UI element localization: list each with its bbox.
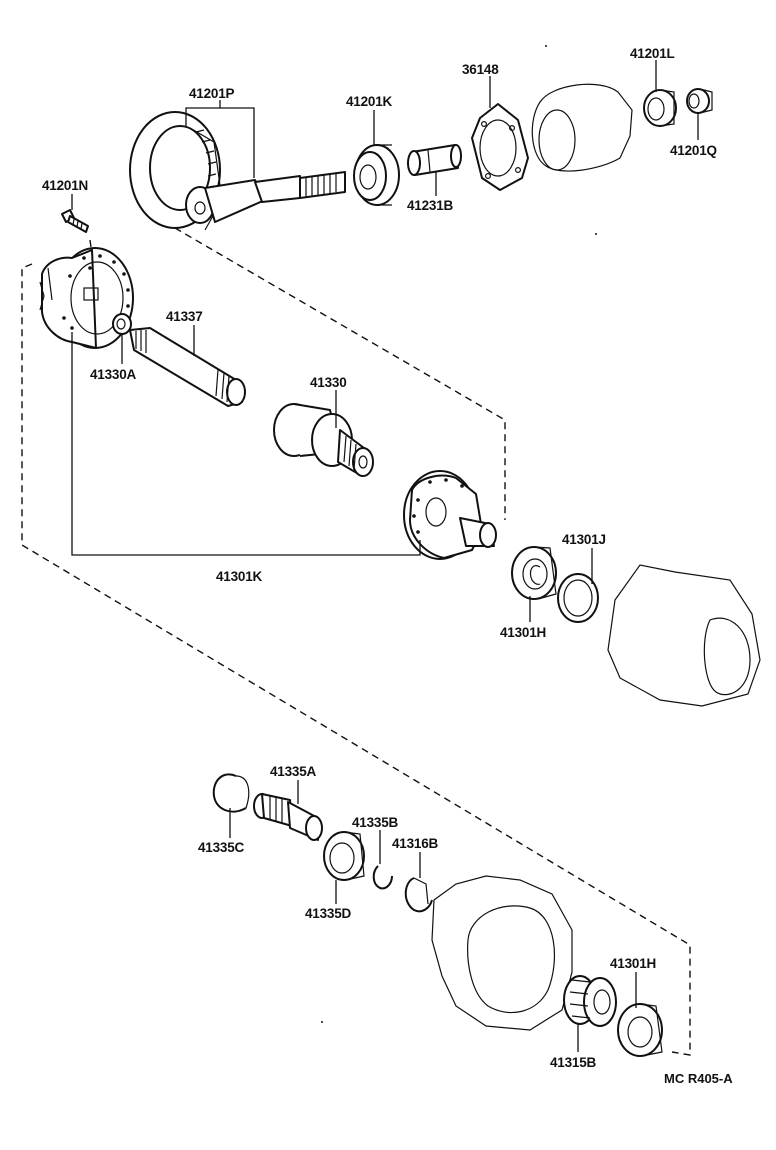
callout-41337: 41337 <box>166 309 203 324</box>
callout-41231B: 41231B <box>407 198 454 213</box>
bearing-41201K <box>353 144 400 206</box>
case-outline-right <box>607 564 761 707</box>
callout-41335A: 41335A <box>270 764 317 779</box>
case-outline-bottom <box>431 875 573 1031</box>
callout-41201L: 41201L <box>630 46 675 61</box>
spacer-41231B <box>407 144 462 176</box>
case-outline-top <box>531 83 633 172</box>
callout-41201K: 41201K <box>346 94 393 109</box>
snap-ring-41335C <box>212 773 250 813</box>
bearing-41335D <box>323 831 365 881</box>
callout-36148: 36148 <box>462 62 499 77</box>
ring-41335B <box>372 865 393 890</box>
sleeve-41335A <box>253 793 323 841</box>
scan-specks <box>321 45 597 1023</box>
nut-41201Q <box>686 88 713 114</box>
ring-41330A <box>112 313 132 335</box>
callout-labels: 41201P 41201K 36148 41201L 41201Q 41231B… <box>42 46 733 1086</box>
callout-41330: 41330 <box>310 375 347 390</box>
ring-gear-and-pinion <box>129 111 346 231</box>
joint-41330 <box>273 403 374 477</box>
callout-41315B: 41315B <box>550 1055 597 1070</box>
bearing-41301H-top <box>511 546 557 600</box>
gasket-36148 <box>471 103 529 191</box>
callout-41335B: 41335B <box>352 815 399 830</box>
clip-41316B <box>404 877 433 913</box>
callout-41316B: 41316B <box>392 836 439 851</box>
callout-41301J: 41301J <box>562 532 606 547</box>
callout-41330A: 41330A <box>90 367 137 382</box>
leader-lines <box>71 60 699 1052</box>
ring-41301J <box>557 573 599 623</box>
seal-41315B <box>563 975 617 1027</box>
bearing-41301H-bottom <box>617 1003 663 1057</box>
callout-41201P: 41201P <box>189 86 235 101</box>
callout-41335D: 41335D <box>305 906 352 921</box>
diagram-code: MC R405-A <box>664 1071 733 1086</box>
differential-case-right <box>403 470 497 560</box>
callout-41301H-top: 41301H <box>500 625 546 640</box>
bolt-41201N <box>61 209 89 233</box>
callout-41301K: 41301K <box>216 569 263 584</box>
callout-41335C: 41335C <box>198 840 245 855</box>
callout-41301H-bottom: 41301H <box>610 956 656 971</box>
bearing-41201L <box>643 89 677 127</box>
shaft-41337 <box>129 327 246 407</box>
callout-41201N: 41201N <box>42 178 88 193</box>
callout-41201Q: 41201Q <box>670 143 717 158</box>
